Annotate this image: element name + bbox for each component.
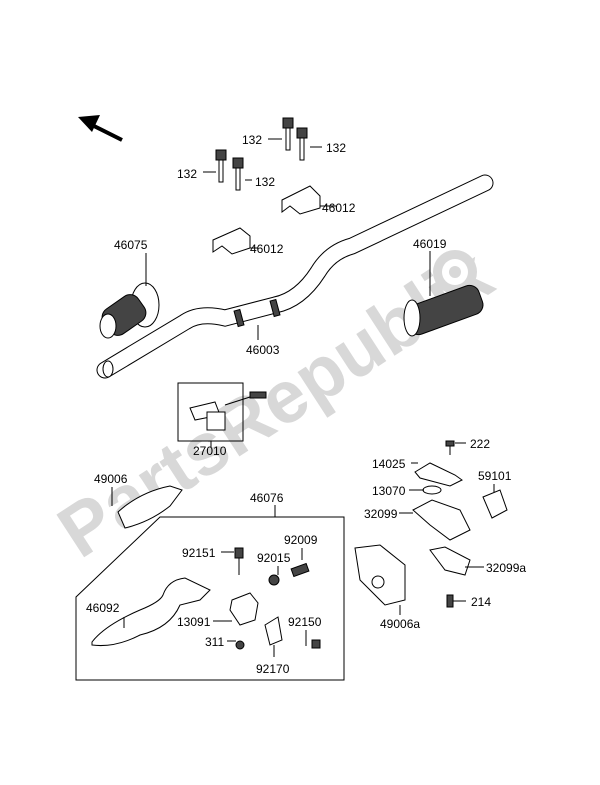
lever-holder-parts: [229, 547, 321, 650]
label-49006: 49006: [94, 472, 128, 486]
label-132: 132: [326, 141, 346, 155]
label-13070: 13070: [372, 484, 406, 498]
lever-46092: [91, 577, 211, 646]
leader-lines: [111, 138, 495, 657]
label-46019: 46019: [413, 237, 447, 251]
handlebar-holders-46012: [212, 185, 321, 255]
grip-46019: [403, 284, 484, 337]
label-14025: 14025: [372, 457, 406, 471]
label-49006a: 49006a: [380, 617, 420, 631]
label-92015: 92015: [257, 551, 291, 565]
label-32099a: 32099a: [486, 561, 526, 575]
throttle-parts: [354, 440, 508, 608]
label-92009: 92009: [284, 533, 318, 547]
gear-watermark-icon: [433, 250, 477, 294]
label-59101: 59101: [478, 469, 512, 483]
label-132: 132: [255, 175, 275, 189]
grip-46075: [99, 282, 160, 339]
label-46003: 46003: [246, 343, 280, 357]
label-46076: 46076: [250, 491, 284, 505]
bolts-132: [215, 117, 308, 191]
label-92151: 92151: [182, 546, 216, 560]
label-46075: 46075: [114, 238, 148, 252]
label-92170: 92170: [256, 662, 290, 676]
label-46092: 46092: [86, 601, 120, 615]
label-27010: 27010: [193, 444, 227, 458]
lever-assembly-46076-outline: [75, 516, 345, 681]
label-311: 311: [205, 635, 224, 649]
label-222: 222: [470, 437, 490, 451]
hand-guard-49006: [117, 485, 183, 529]
label-46012: 46012: [250, 242, 284, 256]
handlebar-46003: [96, 174, 494, 379]
switch-27010-group: [177, 382, 267, 442]
label-132: 132: [177, 167, 197, 181]
front-direction-arrow-icon: [78, 115, 123, 142]
label-214: 214: [471, 595, 491, 609]
label-32099: 32099: [364, 507, 398, 521]
label-46012: 46012: [322, 201, 356, 215]
label-13091: 13091: [177, 615, 211, 629]
label-132: 132: [242, 133, 262, 147]
label-92150: 92150: [288, 615, 322, 629]
